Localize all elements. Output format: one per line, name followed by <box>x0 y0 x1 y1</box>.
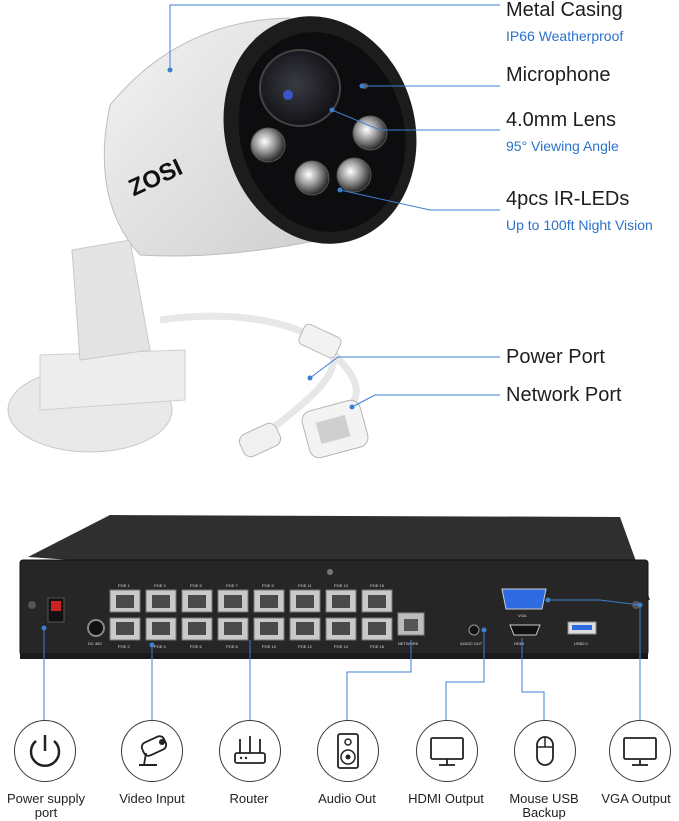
poe-label-bottom: POE 14 <box>334 644 349 649</box>
poe-label-bottom: POE 16 <box>370 644 385 649</box>
poe-port-socket <box>116 622 134 635</box>
poe-label-top: POE 11 <box>298 583 312 588</box>
poe-port-socket <box>224 622 242 635</box>
poe-label-top: POE 9 <box>262 583 275 588</box>
power-supply-circle <box>14 720 76 782</box>
leader-lines <box>169 4 500 408</box>
ir-led <box>352 115 388 151</box>
poe-port-socket <box>296 622 314 635</box>
camera-illustration: ZOSI <box>7 4 500 459</box>
monitor-icon <box>430 737 464 766</box>
poe-port-socket <box>152 622 170 635</box>
dc-plug <box>238 422 282 458</box>
mouse-usb-circle <box>514 720 576 782</box>
poe-label-top: POE 13 <box>334 583 349 588</box>
poe-port-socket <box>368 622 386 635</box>
poe-port-socket <box>152 595 170 608</box>
label-vga-output: VGA Output <box>601 791 671 806</box>
label-hdmi-output: HDMI Output <box>408 791 484 806</box>
vga-output-circle <box>609 720 671 782</box>
poe-port-socket <box>260 595 278 608</box>
label-metal-casing: Metal Casing <box>506 0 623 21</box>
vga-label: VGA <box>518 613 527 618</box>
poe-label-bottom: POE 12 <box>298 644 313 649</box>
ir-led <box>294 160 330 196</box>
label-night-vision: Up to 100ft Night Vision <box>506 217 653 233</box>
mount-plate <box>39 349 186 411</box>
audio-jack <box>468 624 480 636</box>
poe-label-top: POE 5 <box>190 583 203 588</box>
monitor-icon <box>623 737 657 766</box>
hdmi-port <box>509 624 541 636</box>
video-input-circle <box>121 720 183 782</box>
poe-port-socket <box>116 595 134 608</box>
label-viewing-angle: 95° Viewing Angle <box>506 138 619 154</box>
label-router: Router <box>229 791 269 806</box>
label-power-port: Power Port <box>506 346 605 368</box>
poe-port-socket <box>332 622 350 635</box>
dc-jack <box>87 619 105 637</box>
speaker-icon <box>337 733 359 769</box>
usb-label: USB2.0 <box>574 641 589 646</box>
mount-arm <box>71 239 151 361</box>
poe-label-bottom: POE 8 <box>226 644 239 649</box>
label-audio-out: Audio Out <box>318 791 376 806</box>
poe-port-socket <box>188 622 206 635</box>
hdmi-label: HDMI <box>514 641 524 646</box>
lens <box>259 49 341 127</box>
poe-label-bottom: POE 6 <box>190 644 203 649</box>
router-circle <box>219 720 281 782</box>
poe-label-top: POE 15 <box>370 583 385 588</box>
label-microphone: Microphone <box>506 64 611 86</box>
camera-icon <box>139 735 168 766</box>
label-lens: 4.0mm Lens <box>506 109 617 131</box>
poe-label-top: POE 1 <box>118 583 131 588</box>
hdmi-output-circle <box>416 720 478 782</box>
power-connector <box>298 323 342 359</box>
label-mouse-usb: Mouse USB Backup <box>509 791 579 821</box>
audio-label: AUDIO OUT <box>460 641 483 646</box>
ir-led <box>336 157 372 193</box>
poe-label-bottom: POE 10 <box>262 644 277 649</box>
label-network-port: Network Port <box>506 384 622 406</box>
poe-port-socket <box>224 595 242 608</box>
poe-label-top: POE 7 <box>226 583 239 588</box>
label-video-input: Video Input <box>119 791 185 806</box>
mouse-icon <box>536 736 554 766</box>
ir-led <box>250 127 286 163</box>
poe-port-socket <box>260 622 278 635</box>
audio-out-circle <box>317 720 379 782</box>
poe-port-socket <box>332 595 350 608</box>
poe-port-socket <box>296 595 314 608</box>
network-label: NETWORK <box>398 641 419 646</box>
poe-label-bottom: POE 4 <box>154 644 167 649</box>
label-power-supply: Power supply port <box>6 791 86 821</box>
router-icon <box>234 736 266 764</box>
dc-label: DC 48V <box>88 641 102 646</box>
poe-label-bottom: POE 2 <box>118 644 131 649</box>
label-weatherproof: IP66 Weatherproof <box>506 28 624 44</box>
label-ir-leds: 4pcs IR-LEDs <box>506 188 630 210</box>
poe-port-socket <box>188 595 206 608</box>
vga-port <box>501 588 547 610</box>
poe-port-group: POE 1 POE 3 POE 5 POE 7 POE 9 POE 11 POE 13 POE… <box>109 583 393 649</box>
power-icon <box>29 735 61 767</box>
poe-label-top: POE 3 <box>154 583 167 588</box>
poe-port-socket <box>368 595 386 608</box>
